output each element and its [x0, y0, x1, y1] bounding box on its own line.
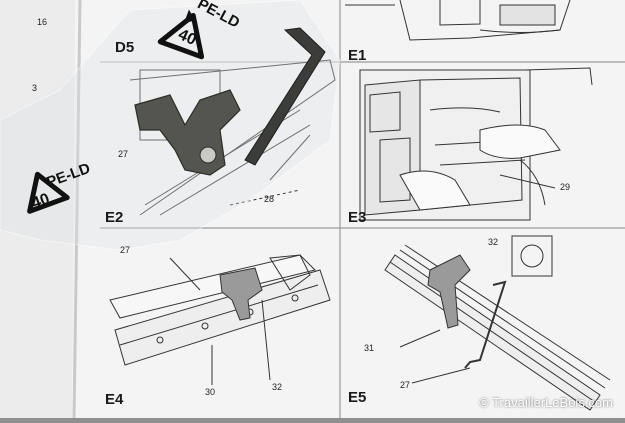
callout-27-d5: 27	[118, 149, 129, 159]
recycle-icon-top	[157, 9, 205, 60]
callout-16: 16	[37, 17, 48, 27]
panel-label-e4: E4	[105, 391, 124, 408]
callout-27-e4: 27	[120, 245, 131, 255]
e5-drawing	[384, 235, 611, 411]
callout-29: 29	[560, 182, 571, 192]
panel-label-d5: D5	[115, 39, 135, 56]
callout-30: 30	[205, 387, 216, 397]
recycle-icon-left	[27, 171, 70, 214]
callout-31: 31	[364, 343, 375, 353]
callout-32-e5: 32	[488, 237, 499, 247]
panel-label-e1: E1	[348, 47, 367, 64]
panel-label-e2: E2	[105, 209, 124, 226]
panel-label-e5: E5	[348, 389, 367, 406]
hex-key	[244, 27, 326, 166]
e4-drawing	[109, 254, 331, 385]
callout-28: 28	[264, 194, 275, 204]
e3-drawing	[359, 67, 593, 221]
e1-drawing	[345, 0, 571, 41]
callout-27-e5: 27	[400, 380, 411, 390]
callout-3: 3	[32, 83, 38, 93]
clamp-hole	[199, 146, 217, 164]
callout-32-e4: 32	[272, 382, 283, 392]
left-page	[0, 0, 95, 418]
watermark: © TravaillerLeBois.com	[479, 395, 613, 410]
panel-label-e3: E3	[348, 209, 367, 226]
